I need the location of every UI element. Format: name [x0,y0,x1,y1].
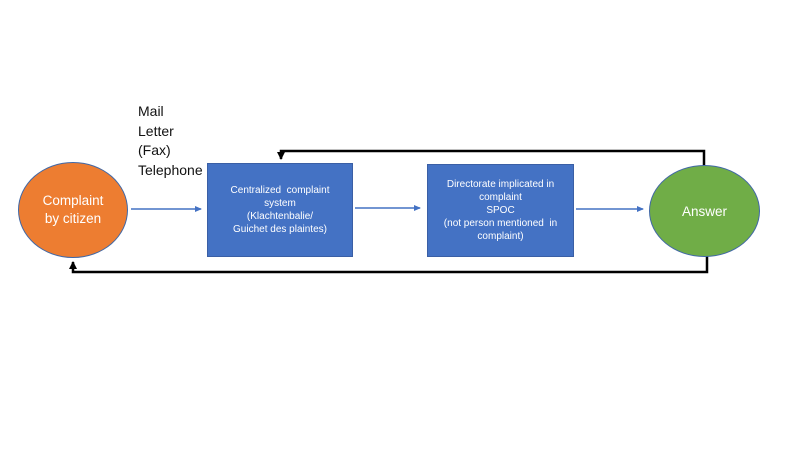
node-directorate-label: Directorate implicated in complaint SPOC… [443,179,558,242]
node-complaint-label: Complaint by citizen [42,193,104,226]
feedback-arrow-answer-to-complaint [69,256,709,274]
node-answer: Answer [649,165,760,257]
node-centralized-complaint-system: Centralized complaint system (Klachtenba… [207,163,353,257]
node-complaint-by-citizen: Complaint by citizen [18,162,128,258]
node-directorate-spoc: Directorate implicated in complaint SPOC… [427,164,574,257]
node-system-label: Centralized complaint system (Klachtenba… [230,185,330,235]
node-answer-label: Answer [681,203,727,219]
channels-annotation: Mail Letter (Fax) Telephone [138,103,203,178]
